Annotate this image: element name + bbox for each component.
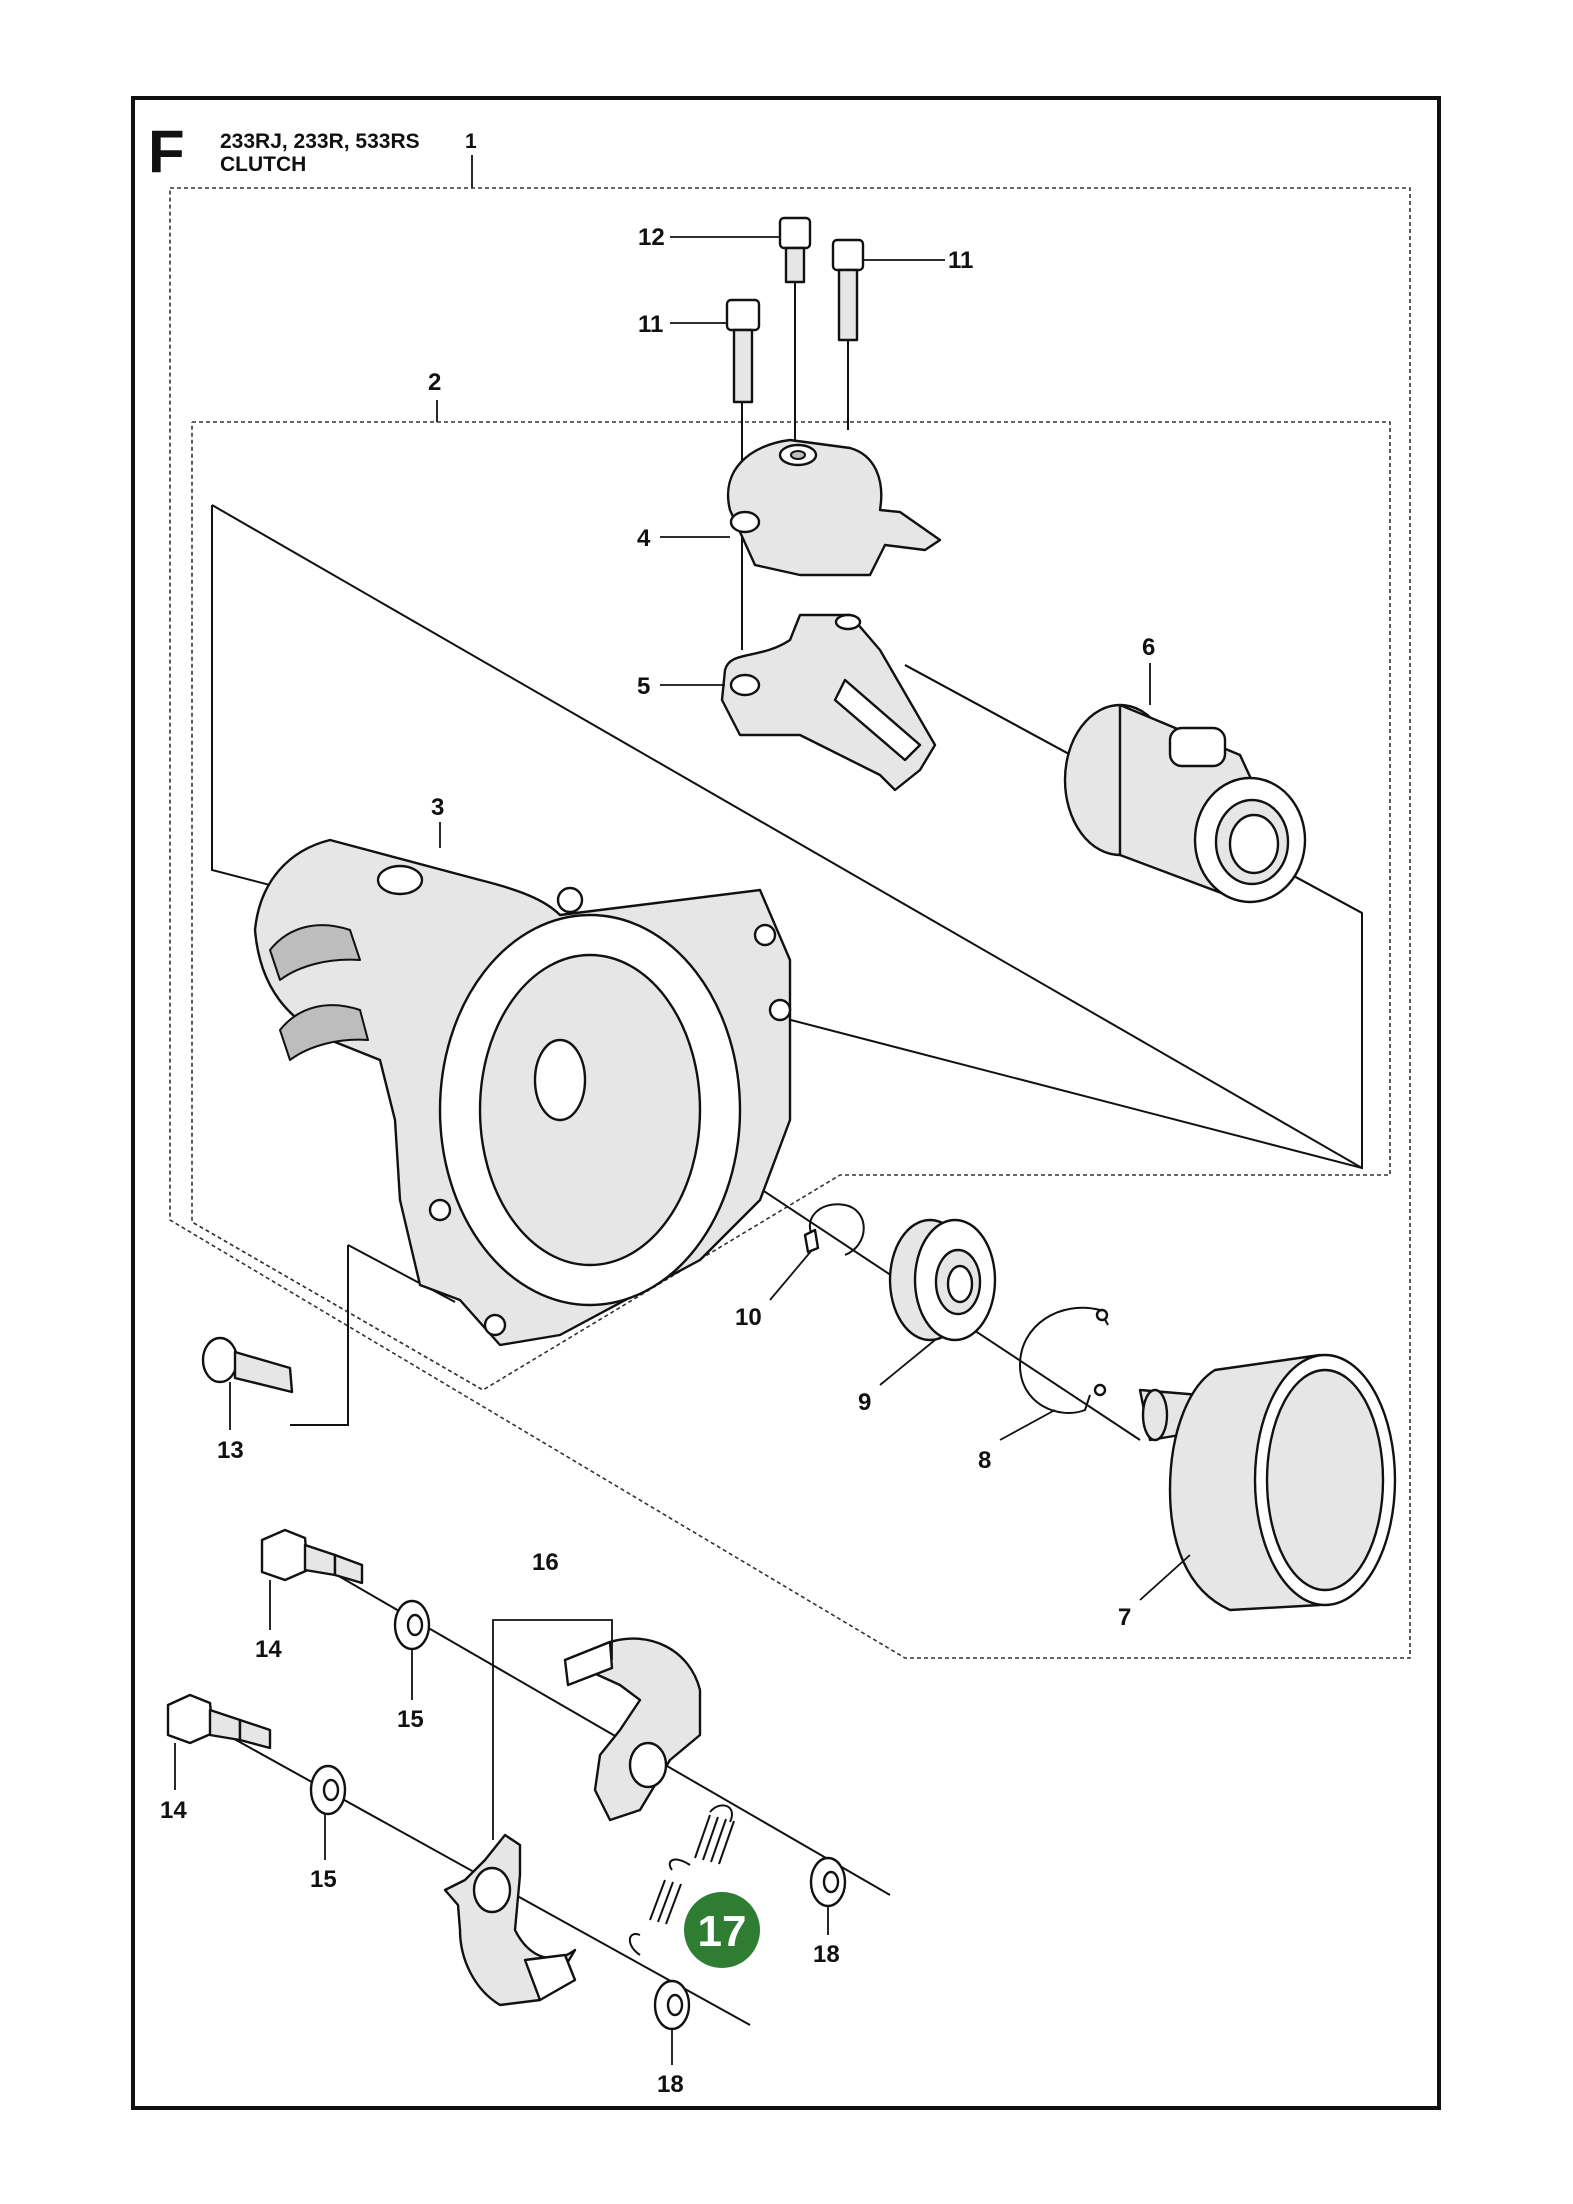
group-outline-1 <box>169 187 1411 1659</box>
callout-3: 3 <box>431 794 444 821</box>
section-letter: F <box>148 118 185 185</box>
bushing-housing-6 <box>1063 703 1307 904</box>
callout-7: 7 <box>1118 1604 1131 1631</box>
callout-13: 13 <box>217 1437 244 1464</box>
callout-18-right: 18 <box>813 1941 840 1968</box>
callout-16: 16 <box>532 1549 559 1576</box>
upper-clamp-4 <box>727 438 942 577</box>
bolt-13 <box>201 1336 294 1394</box>
clutch-shoe-16-lower <box>443 1833 577 2007</box>
callout-14-lower: 14 <box>160 1797 187 1824</box>
callout-15-upper: 15 <box>397 1706 424 1733</box>
callout-8: 8 <box>978 1447 991 1474</box>
page-frame <box>131 96 1441 2110</box>
clutch-housing-3 <box>253 838 792 1347</box>
bearing-9 <box>888 1218 997 1342</box>
shoulder-bolt-14-upper <box>260 1528 364 1585</box>
callout-9: 9 <box>858 1389 871 1416</box>
callout-14-upper: 14 <box>255 1636 282 1663</box>
washer-18-right <box>809 1856 847 1908</box>
callout-4: 4 <box>637 525 651 552</box>
shoulder-bolt-14-lower <box>166 1693 272 1750</box>
washer-15-lower <box>309 1764 347 1816</box>
washer-15-upper <box>393 1599 431 1651</box>
callout-11-left: 11 <box>638 311 663 338</box>
lower-clamp-5 <box>720 613 937 792</box>
screw-12 <box>778 216 812 284</box>
highlight-badge-17: 17 <box>684 1892 760 1968</box>
clutch-drum-7 <box>1138 1353 1397 1612</box>
page-title: CLUTCH <box>220 153 306 176</box>
callout-2: 2 <box>428 369 441 396</box>
screw-11-left <box>725 298 761 404</box>
callout-17: 17 <box>698 1907 747 1956</box>
washer-18-lower <box>653 1979 691 2031</box>
callout-12: 12 <box>638 224 665 251</box>
callout-11-right: 11 <box>948 247 973 274</box>
callout-6: 6 <box>1142 634 1155 661</box>
callout-15-lower: 15 <box>310 1866 337 1893</box>
clutch-shoe-16-upper <box>563 1637 702 1822</box>
spring-17 <box>628 1804 735 1956</box>
screw-11-right <box>831 238 865 342</box>
callout-1: 1 <box>465 130 477 153</box>
group-outline-2 <box>191 421 1391 1391</box>
model-list: 233RJ, 233R, 533RS <box>220 130 420 153</box>
circlip-10 <box>803 1203 865 1256</box>
callout-10: 10 <box>735 1304 762 1331</box>
callout-18-lower: 18 <box>657 2071 684 2098</box>
retaining-ring-8 <box>1018 1306 1109 1414</box>
callout-5: 5 <box>637 673 650 700</box>
